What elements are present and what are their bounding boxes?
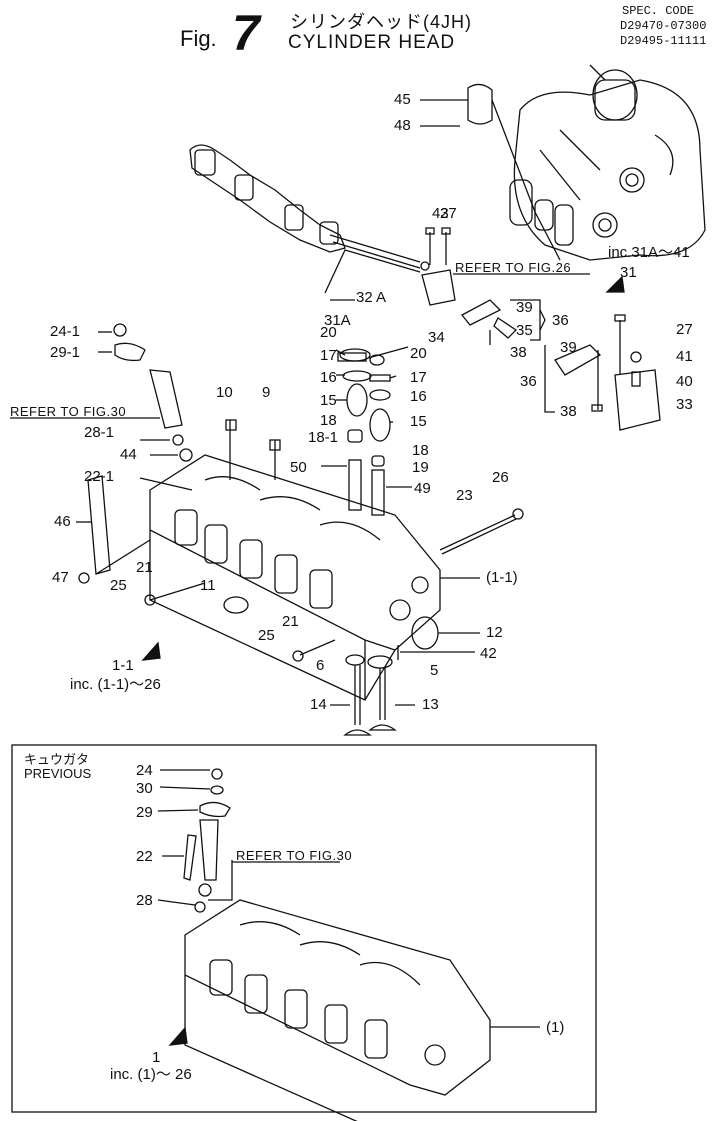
prev-callout-28: 28 <box>136 892 153 909</box>
callout-31a: 31A <box>324 312 351 329</box>
callout-35: 35 <box>516 322 533 339</box>
callout-29-1: 29-1 <box>50 344 81 361</box>
callout-45: 45 <box>394 91 411 108</box>
previous-label-en: PREVIOUS <box>24 766 92 781</box>
prev-callout-24: 24 <box>136 762 153 779</box>
callout-31: 31 <box>620 264 637 281</box>
refer-fig26: REFER TO FIG.26 <box>455 260 572 275</box>
callout-6: 6 <box>316 657 325 674</box>
callout-34: 34 <box>428 329 445 346</box>
callout-12: 12 <box>486 624 503 641</box>
spec-code-label: SPEC. CODE <box>622 4 695 18</box>
figure-number: 7 <box>232 5 260 61</box>
callout-27-right: 27 <box>676 321 693 338</box>
callout-18-1: 18-1 <box>308 429 339 446</box>
previous-label-jp: キュウガタ <box>24 752 90 767</box>
figure-prefix: Fig. <box>180 26 217 51</box>
callout-17-b: 17 <box>410 369 427 386</box>
callout-13: 13 <box>422 696 439 713</box>
callout-15-b: 15 <box>410 413 427 430</box>
callout-31-note: inc.31A～41 <box>608 244 690 261</box>
callout-15-a: 15 <box>320 392 337 409</box>
engine-illustration <box>509 64 706 261</box>
callout-19: 19 <box>412 459 429 476</box>
prev-callout-1: (1) <box>546 1019 565 1036</box>
callout-16-b: 16 <box>410 388 427 405</box>
callout-36-b: 36 <box>520 373 537 390</box>
spec-code-1: D29470-07300 <box>620 19 707 33</box>
callout-25-b: 25 <box>258 627 275 644</box>
callout-40: 40 <box>676 373 693 390</box>
callout-38-b: 38 <box>560 403 577 420</box>
callout-14: 14 <box>310 696 327 713</box>
prev-assembly-1: 1 <box>152 1049 161 1066</box>
assembly-1-1-note: inc. (1-1)～26 <box>70 676 161 693</box>
assembly-1-1: 1-1 <box>112 657 134 674</box>
callout-39-a: 39 <box>516 299 533 316</box>
callout-24-1: 24-1 <box>50 323 81 340</box>
refer-fig30-main: REFER TO FIG.30 <box>10 404 127 419</box>
callout-5: 5 <box>430 662 439 679</box>
callout-42: 42 <box>480 645 497 662</box>
prev-callout-30: 30 <box>136 780 153 797</box>
callout-43: 43 <box>432 205 449 222</box>
callout-20-a: 20 <box>320 324 337 341</box>
callout-9: 9 <box>262 384 271 401</box>
cylinder-head-main <box>149 454 441 701</box>
callout-18-a: 18 <box>320 412 337 429</box>
callout-36-a: 36 <box>552 312 569 329</box>
refer-fig30-previous: REFER TO FIG.30 <box>236 848 353 863</box>
callout-46: 46 <box>54 513 71 530</box>
callout-50: 50 <box>290 459 307 476</box>
callout-28-1: 28-1 <box>84 424 115 441</box>
callout-20-b: 20 <box>410 345 427 362</box>
callout-27-upper: 27 <box>440 205 457 222</box>
title-japanese: シリンダヘッド(4JH) <box>290 12 472 32</box>
prev-callout-22: 22 <box>136 848 153 865</box>
callout-1-1: (1-1) <box>486 569 518 586</box>
callout-21-b: 21 <box>282 613 299 630</box>
spec-code-2: D29495-11111 <box>620 34 707 48</box>
callout-33: 33 <box>676 396 693 413</box>
callout-17-a: 17 <box>320 347 337 364</box>
callout-48: 48 <box>394 117 411 134</box>
callout-47: 47 <box>52 569 69 586</box>
callout-11: 11 <box>200 577 216 594</box>
callout-44: 44 <box>120 446 137 463</box>
callout-10: 10 <box>216 384 233 401</box>
callout-18-b: 18 <box>412 442 429 459</box>
callout-16-a: 16 <box>320 369 337 386</box>
callout-25-a: 25 <box>110 577 127 594</box>
callout-22-1: 22-1 <box>84 468 115 485</box>
callout-38-a: 38 <box>510 344 527 361</box>
callout-26: 26 <box>492 469 509 486</box>
callout-39-b: 39 <box>560 339 577 356</box>
callout-21-a: 21 <box>136 559 153 576</box>
callout-32a: 32 A <box>356 289 387 306</box>
callout-23: 23 <box>456 487 473 504</box>
rocker-shaft-assembly <box>189 144 430 271</box>
callout-41: 41 <box>676 348 693 365</box>
previous-box-art <box>11 744 597 1121</box>
title-english: CYLINDER HEAD <box>288 32 456 53</box>
prev-callout-29: 29 <box>136 804 153 821</box>
prev-assembly-note: inc. (1)～ 26 <box>110 1066 192 1083</box>
callout-49: 49 <box>414 480 431 497</box>
